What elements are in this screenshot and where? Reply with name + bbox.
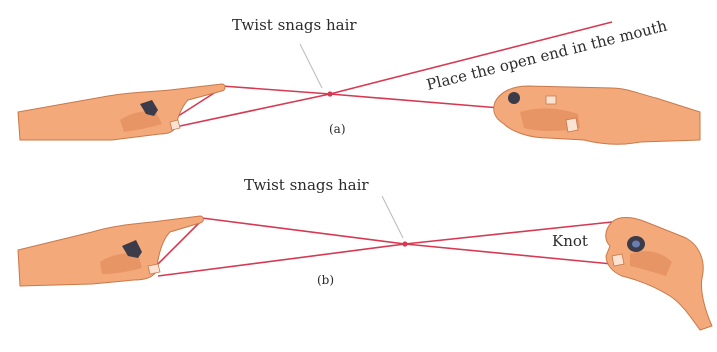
panel-b: Twist snags hair Knot (b) — [17, 176, 713, 331]
left-hand-icon — [17, 215, 204, 287]
panel-b-twist-pointer — [381, 195, 404, 239]
right-fist-icon — [493, 85, 701, 145]
panel-a-caption: (a) — [329, 122, 346, 136]
panel-b-thread — [151, 217, 613, 277]
panel-a-twist-pointer — [299, 43, 323, 89]
panel-b-knot-label: Knot — [552, 232, 588, 250]
panel-a-twist-label: Twist snags hair — [232, 16, 357, 34]
panel-b-caption: (b) — [317, 273, 334, 287]
panel-a-mouth-label: Place the open end in the mouth — [425, 17, 670, 94]
left-hand-icon — [17, 83, 226, 141]
right-hand-icon — [605, 217, 713, 331]
panel-a: Twist snags hair Place the open end in t… — [17, 16, 701, 145]
panel-b-twist-label: Twist snags hair — [244, 176, 369, 194]
